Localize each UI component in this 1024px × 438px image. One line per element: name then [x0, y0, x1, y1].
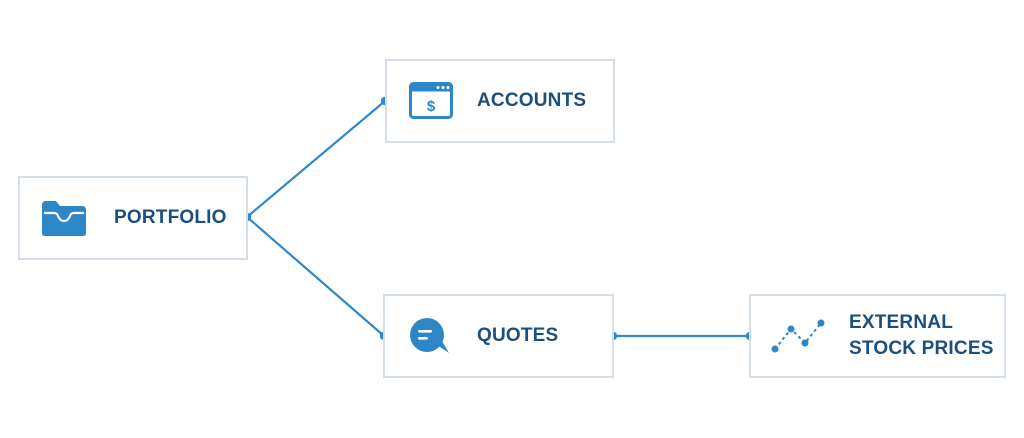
- node-label: ACCOUNTS: [477, 90, 587, 111]
- svg-text:$: $: [427, 98, 436, 115]
- node-portfolio[interactable]: PORTFOLIO: [18, 176, 248, 260]
- edge-portfolio-quotes: [245, 215, 386, 338]
- line-chart-icon: [771, 319, 825, 353]
- node-external-stock-prices[interactable]: EXTERNAL STOCK PRICES: [749, 294, 1006, 378]
- folder-icon: [42, 201, 86, 236]
- node-accounts[interactable]: $ ACCOUNTS: [385, 59, 615, 143]
- browser-dollar-icon: $: [409, 82, 453, 119]
- edge-portfolio-accounts: [245, 99, 387, 219]
- node-label: PORTFOLIO: [114, 207, 227, 228]
- chat-bubble-icon: [410, 318, 449, 353]
- node-quotes[interactable]: QUOTES: [383, 294, 614, 378]
- node-label: EXTERNAL STOCK PRICES: [849, 312, 994, 359]
- node-label: QUOTES: [477, 325, 559, 346]
